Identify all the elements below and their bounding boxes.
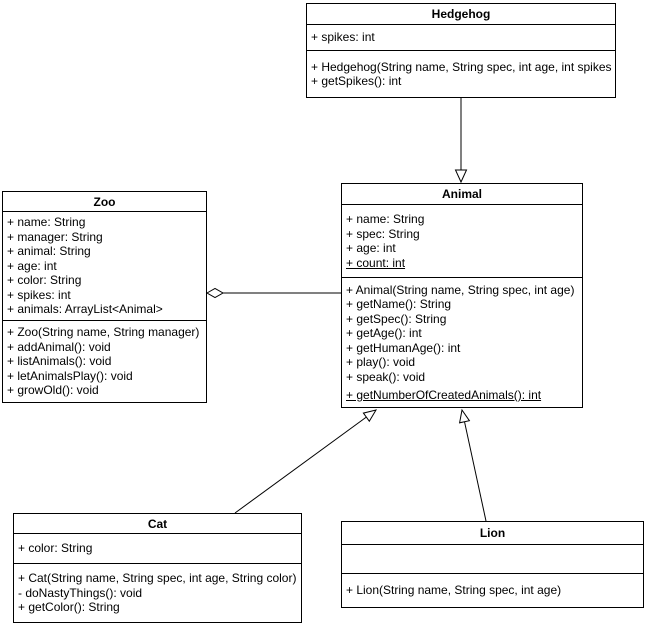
attribute: + animal: String (7, 244, 91, 259)
method: + getSpec(): String (346, 311, 447, 326)
attribute: + color: String (7, 273, 82, 288)
attribute: + color: String (18, 541, 93, 556)
method: - doNastyThings(): void (18, 585, 143, 600)
class-hedgehog-methods: + Hedgehog(String name, String spec, int… (307, 51, 615, 97)
class-zoo[interactable]: Zoo + name: String + manager: String + a… (2, 191, 207, 403)
class-hedgehog-title: Hedgehog (307, 4, 615, 25)
attribute: + spikes: int (7, 287, 71, 302)
class-animal-attributes: + name: String + spec: String + age: int… (342, 205, 582, 278)
inheritance-arrowhead-hedgehog (454, 169, 468, 184)
method: + Hedgehog(String name, String spec, int… (311, 59, 612, 74)
class-cat-methods: + Cat(String name, String spec, int age,… (14, 564, 301, 622)
attribute: + animals: ArrayList<Animal> (7, 302, 163, 317)
class-lion-title: Lion (342, 522, 643, 545)
method: + Lion(String name, String spec, int age… (346, 583, 562, 598)
static-method: + getNumberOfCreatedAnimals(): int (346, 388, 542, 402)
attribute: + name: String (7, 215, 86, 230)
static-attribute: + count: int (346, 255, 406, 270)
method: + play(): void (346, 355, 416, 369)
inheritance-arrowhead-cat (362, 409, 378, 423)
method: + getAge(): int (346, 326, 422, 340)
method: + getSpikes(): int (311, 74, 402, 88)
attribute: + name: String (346, 212, 425, 226)
class-hedgehog[interactable]: Hedgehog + spikes: int + Hedgehog(String… (306, 3, 616, 98)
class-cat-title: Cat (14, 514, 301, 534)
class-lion[interactable]: Lion + Lion(String name, String spec, in… (341, 521, 644, 608)
attribute: + spec: String (346, 226, 420, 241)
class-zoo-methods: + Zoo(String name, String manager) + add… (3, 321, 206, 402)
class-cat[interactable]: Cat + color: String + Cat(String name, S… (13, 513, 302, 623)
method: + getHumanAge(): int (346, 340, 461, 355)
class-zoo-attributes: + name: String + manager: String + anima… (3, 212, 206, 321)
class-animal[interactable]: Animal + name: String + spec: String + a… (341, 183, 583, 408)
attribute: + spikes: int (311, 30, 375, 45)
inheritance-arrowhead-lion (458, 408, 471, 424)
class-animal-title: Animal (342, 184, 582, 205)
method: + addAnimal(): void (7, 339, 111, 354)
method: + Zoo(String name, String manager) (7, 325, 200, 340)
class-lion-methods: + Lion(String name, String spec, int age… (342, 574, 643, 607)
attribute: + age: int (346, 241, 396, 255)
class-lion-attributes (342, 545, 643, 574)
edge-cat-animal[interactable] (234, 416, 367, 514)
method: + getColor(): String (18, 600, 120, 615)
method: + speak(): void (346, 369, 426, 384)
aggregation-diamond-zoo (205, 287, 225, 299)
class-zoo-title: Zoo (3, 192, 206, 212)
attribute: + manager: String (7, 229, 103, 244)
class-cat-attributes: + color: String (14, 534, 301, 564)
method: + Cat(String name, String spec, int age,… (18, 571, 297, 586)
class-animal-methods: + Animal(String name, String spec, int a… (342, 278, 582, 407)
edge-lion-animal[interactable] (464, 421, 487, 522)
attribute: + age: int (7, 258, 57, 273)
method: + listAnimals(): void (7, 354, 112, 369)
class-hedgehog-attributes: + spikes: int (307, 25, 615, 51)
method: + growOld(): void (7, 383, 99, 398)
method: + Animal(String name, String spec, int a… (346, 282, 575, 297)
method: + letAnimalsPlay(): void (7, 368, 133, 383)
method: + getName(): String (346, 297, 452, 311)
